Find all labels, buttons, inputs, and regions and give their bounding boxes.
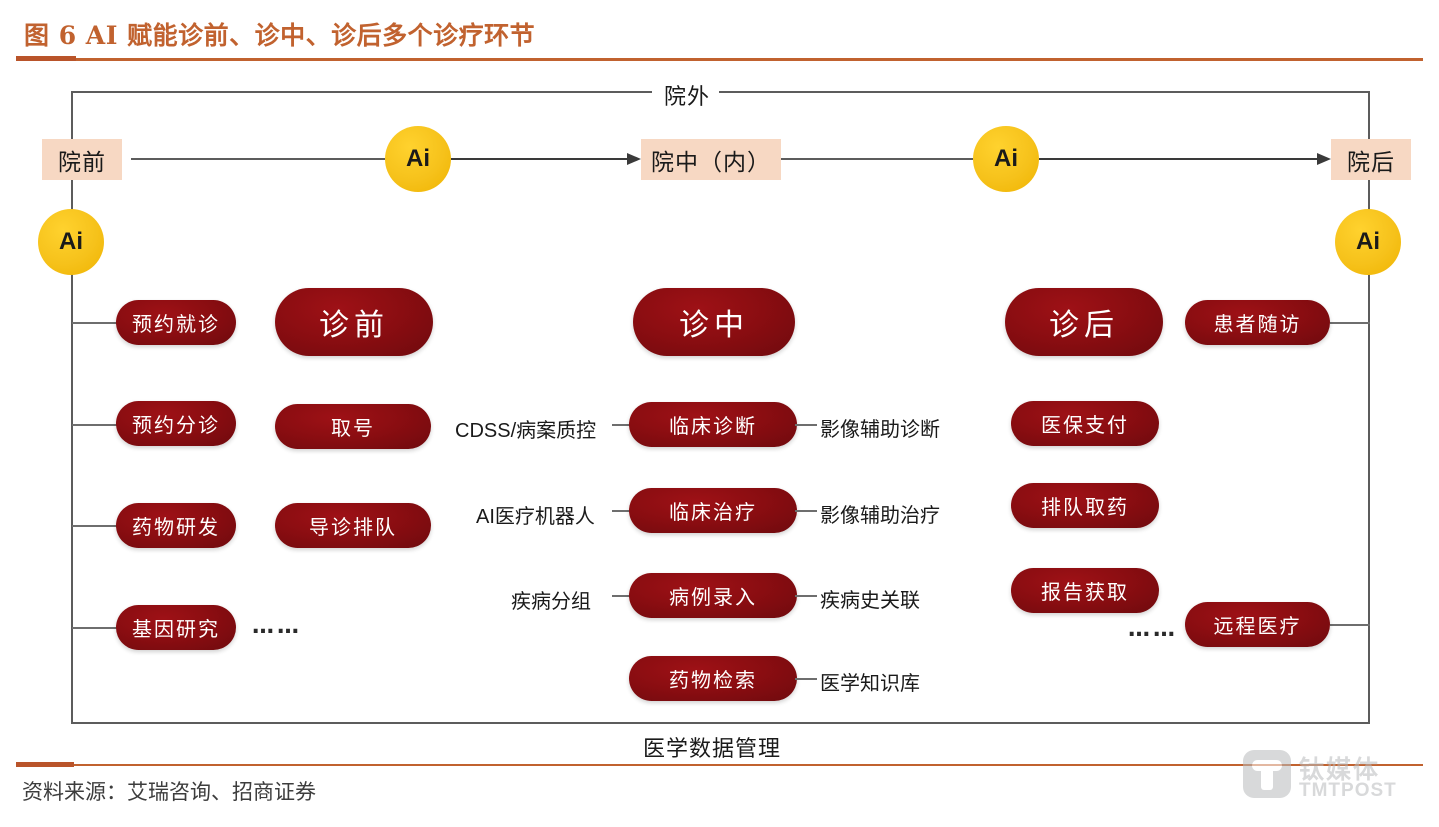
footer-divider-cap	[16, 762, 74, 767]
pill-post-outside-1[interactable]: 患者随访	[1185, 300, 1330, 345]
ai-badge-label: Ai	[406, 145, 430, 172]
phase-header-label: 诊前	[319, 308, 389, 343]
pill-in-row2-center[interactable]: 临床治疗	[629, 488, 797, 533]
title-divider-cap	[16, 56, 76, 61]
pill-pre-outside-1[interactable]: 预约就诊	[116, 300, 236, 345]
pill-label: 药物检索	[669, 668, 757, 692]
pill-label: 药物研发	[132, 515, 220, 539]
connector-in-row3-left	[612, 595, 634, 597]
medical-data-management-label: 医学数据管理	[643, 737, 782, 762]
frame-top-right-segment	[712, 91, 1370, 93]
connector-in-row1-right	[795, 424, 817, 426]
ai-badge-label: Ai	[1356, 228, 1380, 255]
ai-badge-in-to-post[interactable]: Ai	[973, 126, 1039, 192]
connector-right-telemedicine	[1330, 624, 1370, 626]
ai-badge-label: Ai	[994, 145, 1018, 172]
ellipsis-pre-outside: ……	[252, 614, 302, 639]
pill-in-row1-center[interactable]: 临床诊断	[629, 402, 797, 447]
side-label-in-row4-right: 医学知识库	[820, 671, 920, 695]
ai-badge-label: Ai	[59, 228, 83, 255]
flow-line-in-to-ai2	[781, 158, 973, 160]
side-label-in-row3-left: 疾病分组	[511, 589, 591, 613]
stage-box-in[interactable]: 院中（内）	[641, 139, 781, 180]
pill-label: 排队取药	[1041, 495, 1129, 519]
flow-arrow-ai2-to-post	[1039, 153, 1331, 165]
page-title: 图 6 AI 赋能诊前、诊中、诊后多个诊疗环节	[24, 21, 536, 50]
pill-pre-inside-1[interactable]: 取号	[275, 404, 431, 449]
pill-label: 患者随访	[1213, 312, 1302, 336]
stage-label-post: 院后	[1347, 149, 1395, 176]
pill-label: 基因研究	[132, 617, 220, 641]
connector-left-row2	[72, 424, 117, 426]
side-label-in-row3-right: 疾病史关联	[820, 588, 920, 612]
watermark-cn-label: 钛媒体	[1299, 755, 1381, 784]
pill-post-inside-3[interactable]: 报告获取	[1011, 568, 1159, 613]
frame-left-border	[71, 91, 73, 723]
pill-label: 病例录入	[669, 585, 757, 609]
connector-left-row3	[72, 525, 117, 527]
frame-bottom-border	[71, 722, 1370, 724]
pill-pre-outside-2[interactable]: 预约分诊	[116, 401, 236, 446]
pill-post-inside-2[interactable]: 排队取药	[1011, 483, 1159, 528]
connector-right-followup	[1330, 322, 1370, 324]
pill-in-row4-center[interactable]: 药物检索	[629, 656, 797, 701]
pill-label: 取号	[331, 416, 375, 440]
pill-label: 临床诊断	[669, 414, 757, 438]
outside-hospital-label: 院外	[655, 79, 720, 111]
pill-post-outside-2[interactable]: 远程医疗	[1185, 602, 1330, 647]
connector-in-row2-left	[612, 510, 634, 512]
phase-header-label: 诊中	[679, 308, 749, 343]
pill-label: 报告获取	[1041, 580, 1129, 604]
side-label-in-row2-right: 影像辅助治疗	[820, 503, 940, 527]
watermark: 钛媒体 TMTPOST	[1243, 748, 1428, 810]
phase-header-label: 诊后	[1049, 308, 1119, 343]
watermark-en-label: TMTPOST	[1299, 780, 1397, 801]
pill-pre-outside-3[interactable]: 药物研发	[116, 503, 236, 548]
ai-badge-right-branch[interactable]: Ai	[1335, 209, 1401, 275]
connector-left-row4	[72, 627, 117, 629]
pill-label: 导诊排队	[309, 515, 397, 539]
tmtpost-logo-icon	[1243, 750, 1291, 798]
frame-right-border	[1368, 91, 1370, 723]
stage-label-in: 院中（内）	[651, 149, 771, 176]
pill-label: 预约分诊	[132, 413, 220, 437]
pill-pre-inside-2[interactable]: 导诊排队	[275, 503, 431, 548]
ai-badge-pre-to-in[interactable]: Ai	[385, 126, 451, 192]
connector-left-row1	[72, 322, 117, 324]
phase-header-post[interactable]: 诊后	[1005, 288, 1163, 356]
phase-header-in[interactable]: 诊中	[633, 288, 795, 356]
stage-box-pre[interactable]: 院前	[42, 139, 122, 180]
side-label-in-row1-right: 影像辅助诊断	[820, 417, 940, 441]
side-label-in-row2-left: AI医疗机器人	[476, 506, 595, 528]
pill-label: 医保支付	[1041, 413, 1129, 437]
phase-header-pre[interactable]: 诊前	[275, 288, 433, 356]
pill-pre-outside-4[interactable]: 基因研究	[116, 605, 236, 650]
source-note: 资料来源：艾瑞咨询、招商证券	[22, 780, 316, 804]
connector-in-row1-left	[612, 424, 634, 426]
ellipsis-post-inside: ……	[1128, 617, 1178, 642]
flow-line-pre-to-ai1	[131, 158, 385, 160]
footer-divider	[16, 764, 1423, 766]
pill-in-row3-center[interactable]: 病例录入	[629, 573, 797, 618]
pill-label: 预约就诊	[132, 312, 220, 336]
side-label-in-row1-left: CDSS/病案质控	[455, 420, 597, 442]
pill-post-inside-1[interactable]: 医保支付	[1011, 401, 1159, 446]
connector-in-row2-right	[795, 510, 817, 512]
pill-label: 临床治疗	[669, 500, 757, 524]
stage-label-pre: 院前	[58, 149, 106, 176]
title-divider	[16, 58, 1423, 61]
stage-box-post[interactable]: 院后	[1331, 139, 1411, 180]
connector-in-row3-right	[795, 595, 817, 597]
ai-badge-left-branch[interactable]: Ai	[38, 209, 104, 275]
flow-arrow-ai1-to-in	[451, 153, 641, 165]
frame-top-left-segment	[72, 91, 652, 93]
connector-in-row4-right	[795, 678, 817, 680]
pill-label: 远程医疗	[1213, 614, 1302, 638]
